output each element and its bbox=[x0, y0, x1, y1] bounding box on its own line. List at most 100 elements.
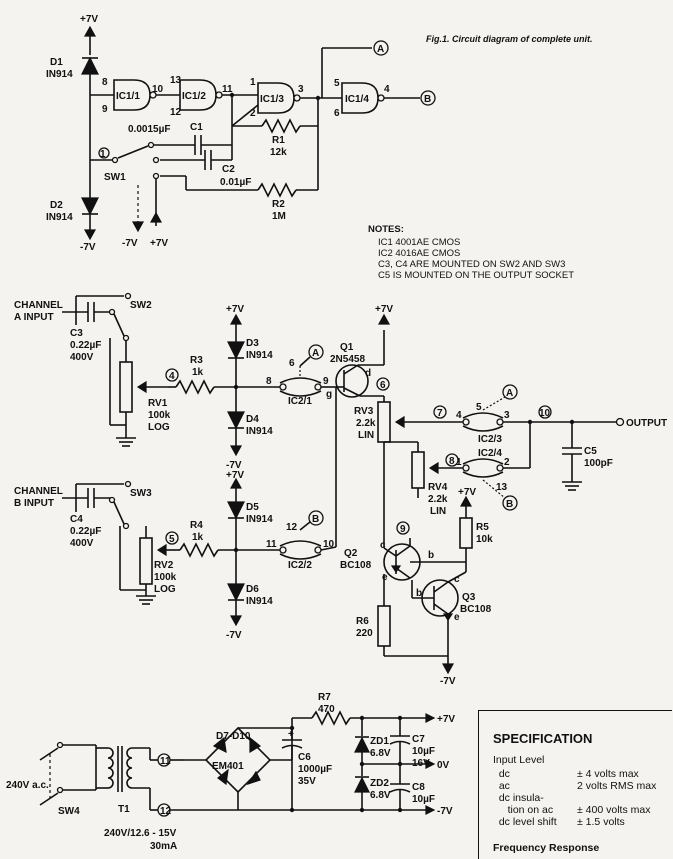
schematic-label: 2N5458 bbox=[330, 354, 365, 365]
schematic-label: IN914 bbox=[246, 426, 273, 437]
sw2-blade bbox=[113, 313, 125, 337]
schematic-label: 11 bbox=[222, 84, 233, 95]
node-9-marker bbox=[396, 521, 410, 535]
schematic-label: Q3 bbox=[462, 592, 476, 603]
minus7-arrow-top bbox=[83, 229, 97, 241]
schematic-label: +7V bbox=[226, 304, 244, 315]
sw1-blade bbox=[117, 145, 149, 159]
schematic-label: C5 bbox=[584, 446, 597, 457]
psu-plus7: +7V bbox=[437, 714, 455, 725]
schematic-label: D6 bbox=[246, 584, 259, 595]
schematic-label: IC1/3 bbox=[260, 94, 284, 105]
rv4-body bbox=[411, 451, 425, 489]
d1-value: IN914 bbox=[46, 69, 73, 80]
schematic-label: IC1/2 bbox=[182, 91, 206, 102]
schematic-label: R4 bbox=[190, 520, 203, 531]
r5-body bbox=[459, 517, 473, 549]
schematic-label: IC1/1 bbox=[116, 91, 140, 102]
specification-box: SPECIFICATION Input Level dc± 4 volts ma… bbox=[478, 710, 672, 859]
schematic-label: LIN bbox=[430, 506, 446, 517]
schematic-label: +7V bbox=[226, 470, 244, 481]
psu-zero: 0V bbox=[437, 760, 450, 771]
schematic-label: 7 bbox=[437, 408, 443, 419]
schematic-label: 10 bbox=[152, 84, 164, 95]
schematic-label: 6.8V bbox=[370, 790, 391, 801]
schematic-label: IC2/1 bbox=[288, 396, 312, 407]
node-10-marker bbox=[538, 405, 552, 419]
schematic-label: C3 bbox=[70, 328, 83, 339]
channel-a-label-1: CHANNEL bbox=[14, 300, 63, 311]
c2-label: C2 bbox=[222, 164, 235, 175]
schematic-label: IC2/4 bbox=[478, 448, 502, 459]
channel-b-label-1: CHANNEL bbox=[14, 486, 63, 497]
r1-value: 12k bbox=[270, 147, 287, 158]
schematic-label: 10µF bbox=[412, 746, 435, 757]
schematic-label: 11 bbox=[160, 756, 171, 767]
schematic-label: 8 bbox=[102, 77, 108, 88]
d1-diode bbox=[81, 56, 99, 75]
schematic-label: LIN bbox=[358, 430, 374, 441]
switch-ic2-3: A IC2/3 bbox=[462, 384, 518, 445]
schematic-label: 12 bbox=[286, 522, 298, 533]
schematic-label: 0.22µF bbox=[70, 340, 101, 351]
transformer-t1: T1 bbox=[107, 746, 133, 815]
channel-b-label-2: B INPUT bbox=[14, 498, 54, 509]
schematic-label: 13 bbox=[496, 482, 508, 493]
d2-diode bbox=[81, 197, 99, 216]
schematic-label: 6 bbox=[380, 380, 386, 391]
notes-line-2: IC2 4016AE CMOS bbox=[378, 248, 460, 259]
schematic-label: 5 bbox=[169, 534, 175, 545]
schematic-label: -7V bbox=[440, 676, 456, 687]
schematic-label: LOG bbox=[148, 422, 170, 433]
node-8-marker bbox=[445, 453, 459, 467]
schematic-label: +7V bbox=[458, 487, 476, 498]
d1-label: D1 bbox=[50, 57, 63, 68]
schematic-label: 30mA bbox=[150, 841, 177, 852]
schematic-label: b bbox=[428, 550, 434, 561]
figure-caption: Fig.1. Circuit diagram of complete unit. bbox=[426, 34, 593, 44]
notes-title: NOTES: bbox=[368, 224, 404, 235]
schematic-label: IC2/3 bbox=[478, 434, 502, 445]
r2-label: R2 bbox=[272, 199, 285, 210]
spec-heading: Input Level bbox=[493, 754, 545, 766]
schematic-label: B bbox=[506, 499, 513, 510]
r1-label: R1 bbox=[272, 135, 285, 146]
output-label: OUTPUT bbox=[626, 418, 667, 429]
spec-row: dc insula- bbox=[493, 792, 544, 804]
schematic-label: + bbox=[288, 729, 294, 740]
switch-ic2-2: B IC2/2 bbox=[279, 510, 324, 571]
schematic-label: 9 bbox=[323, 376, 329, 387]
gate-ic1-1: IC1/1 bbox=[113, 79, 157, 111]
schematic-label: -7V bbox=[226, 460, 242, 471]
schematic-label: 5 bbox=[334, 78, 340, 89]
schematic-label: A bbox=[312, 348, 319, 359]
schematic-label: g bbox=[326, 389, 332, 400]
plus7-label-top: +7V bbox=[80, 14, 98, 25]
schematic-label: 3 bbox=[298, 84, 304, 95]
schematic-label: R5 bbox=[476, 522, 489, 533]
schematic-label: 2 bbox=[504, 457, 510, 468]
schematic-label: b bbox=[416, 588, 422, 599]
mains-label: 240V a.c. bbox=[6, 780, 49, 791]
schematic-label: 9 bbox=[102, 104, 108, 115]
spec-row: dc± 4 volts max bbox=[493, 768, 639, 780]
schematic-label: A bbox=[377, 44, 384, 55]
switch-ic2-4: B IC2/4 bbox=[462, 448, 518, 511]
c1-label: C1 bbox=[190, 122, 203, 133]
schematic-label: IC2/2 bbox=[288, 560, 312, 571]
schematic-label: LOG bbox=[154, 584, 176, 595]
schematic-label: ZD1 bbox=[370, 736, 389, 747]
schematic-label: R6 bbox=[356, 616, 369, 627]
node-5-marker bbox=[165, 531, 179, 545]
schematic-label: 1000µF bbox=[298, 764, 332, 775]
channel-a-label-2: A INPUT bbox=[14, 312, 54, 323]
schematic-label: BC108 bbox=[340, 560, 372, 571]
schematic-label: 470 bbox=[318, 704, 335, 715]
sw1-label: SW1 bbox=[104, 172, 126, 183]
schematic-label: e bbox=[382, 572, 388, 583]
schematic-label: 1k bbox=[192, 532, 204, 543]
output-terminal bbox=[615, 417, 625, 427]
